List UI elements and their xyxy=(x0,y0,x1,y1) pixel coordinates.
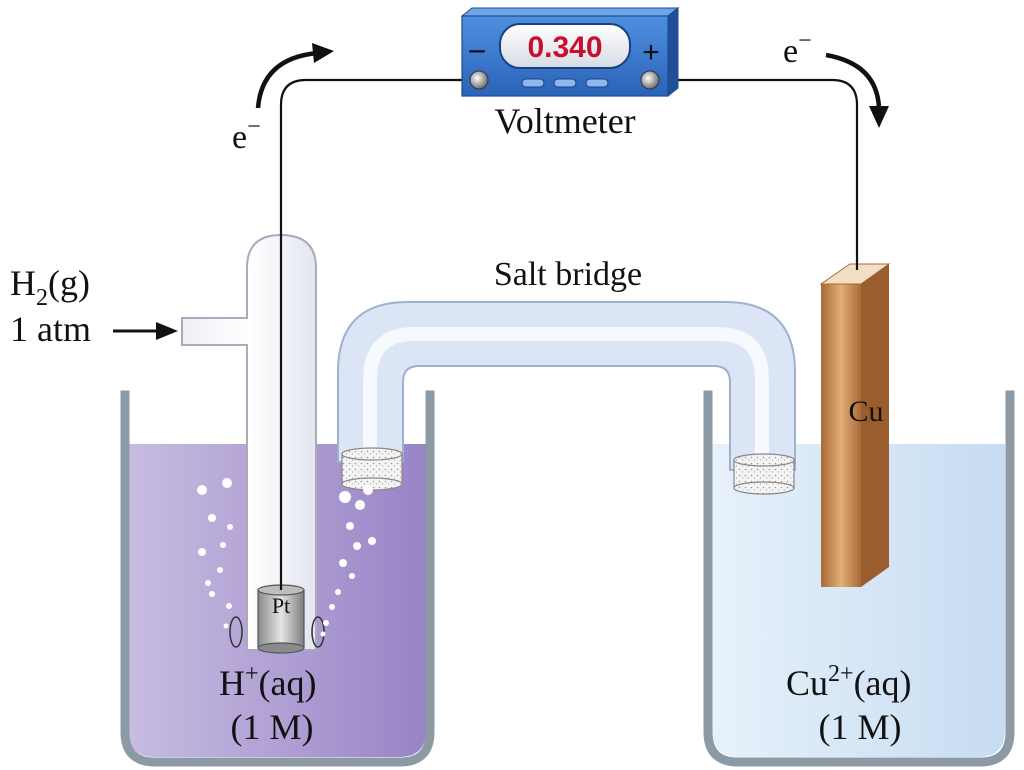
salt-bridge-label: Salt bridge xyxy=(494,256,642,293)
left-porous-plug xyxy=(341,447,403,491)
glass-tube xyxy=(181,233,317,651)
voltmeter-label: Voltmeter xyxy=(494,101,635,141)
voltmeter: 0.340 − + xyxy=(460,6,680,98)
left-solution-ion: H+(aq) xyxy=(219,661,317,703)
right-porous-plug xyxy=(733,453,795,495)
copper-electrode xyxy=(819,263,891,587)
voltmeter-button-2 xyxy=(553,78,577,88)
left-beaker-wall xyxy=(120,390,435,767)
right-solution-concentration: (1 M) xyxy=(819,707,902,747)
salt-bridge xyxy=(337,301,796,495)
copper-electrode-label: Cu xyxy=(848,395,883,428)
voltmeter-button-1 xyxy=(521,78,545,88)
left-electron-label: e− xyxy=(232,114,261,156)
platinum-electrode-label: Pt xyxy=(272,593,290,618)
right-beaker xyxy=(703,390,1015,767)
external-wire xyxy=(279,78,859,590)
voltmeter-reading: 0.340 xyxy=(527,31,602,64)
left-wire xyxy=(279,78,472,590)
hydrogen-electrode-tube: Pt xyxy=(181,233,325,654)
salt-bridge-tube xyxy=(337,301,796,471)
voltmeter-display xyxy=(499,23,631,69)
right-beaker-wall xyxy=(703,390,1015,767)
hydrogen-gas-formula: H2(g) xyxy=(10,263,90,311)
right-solution xyxy=(712,444,1005,757)
voltmeter-button-3 xyxy=(585,78,609,88)
negative-terminal xyxy=(469,70,489,90)
salt-bridge-highlight xyxy=(363,327,769,470)
hydrogen-gas-pressure: 1 atm xyxy=(10,309,91,349)
hydrogen-bubbles xyxy=(197,478,376,637)
right-wire xyxy=(651,78,859,270)
positive-terminal xyxy=(640,70,660,90)
left-solution-concentration: (1 M) xyxy=(231,707,314,747)
right-electron-arrow xyxy=(825,52,889,128)
positive-terminal-sign: + xyxy=(642,36,660,69)
right-solution-ion: Cu2+(aq) xyxy=(786,661,912,703)
gas-inlet-arrow xyxy=(113,322,178,340)
negative-terminal-sign: − xyxy=(468,33,487,69)
left-electron-arrow xyxy=(255,43,334,109)
right-electron-label: e− xyxy=(783,28,812,70)
